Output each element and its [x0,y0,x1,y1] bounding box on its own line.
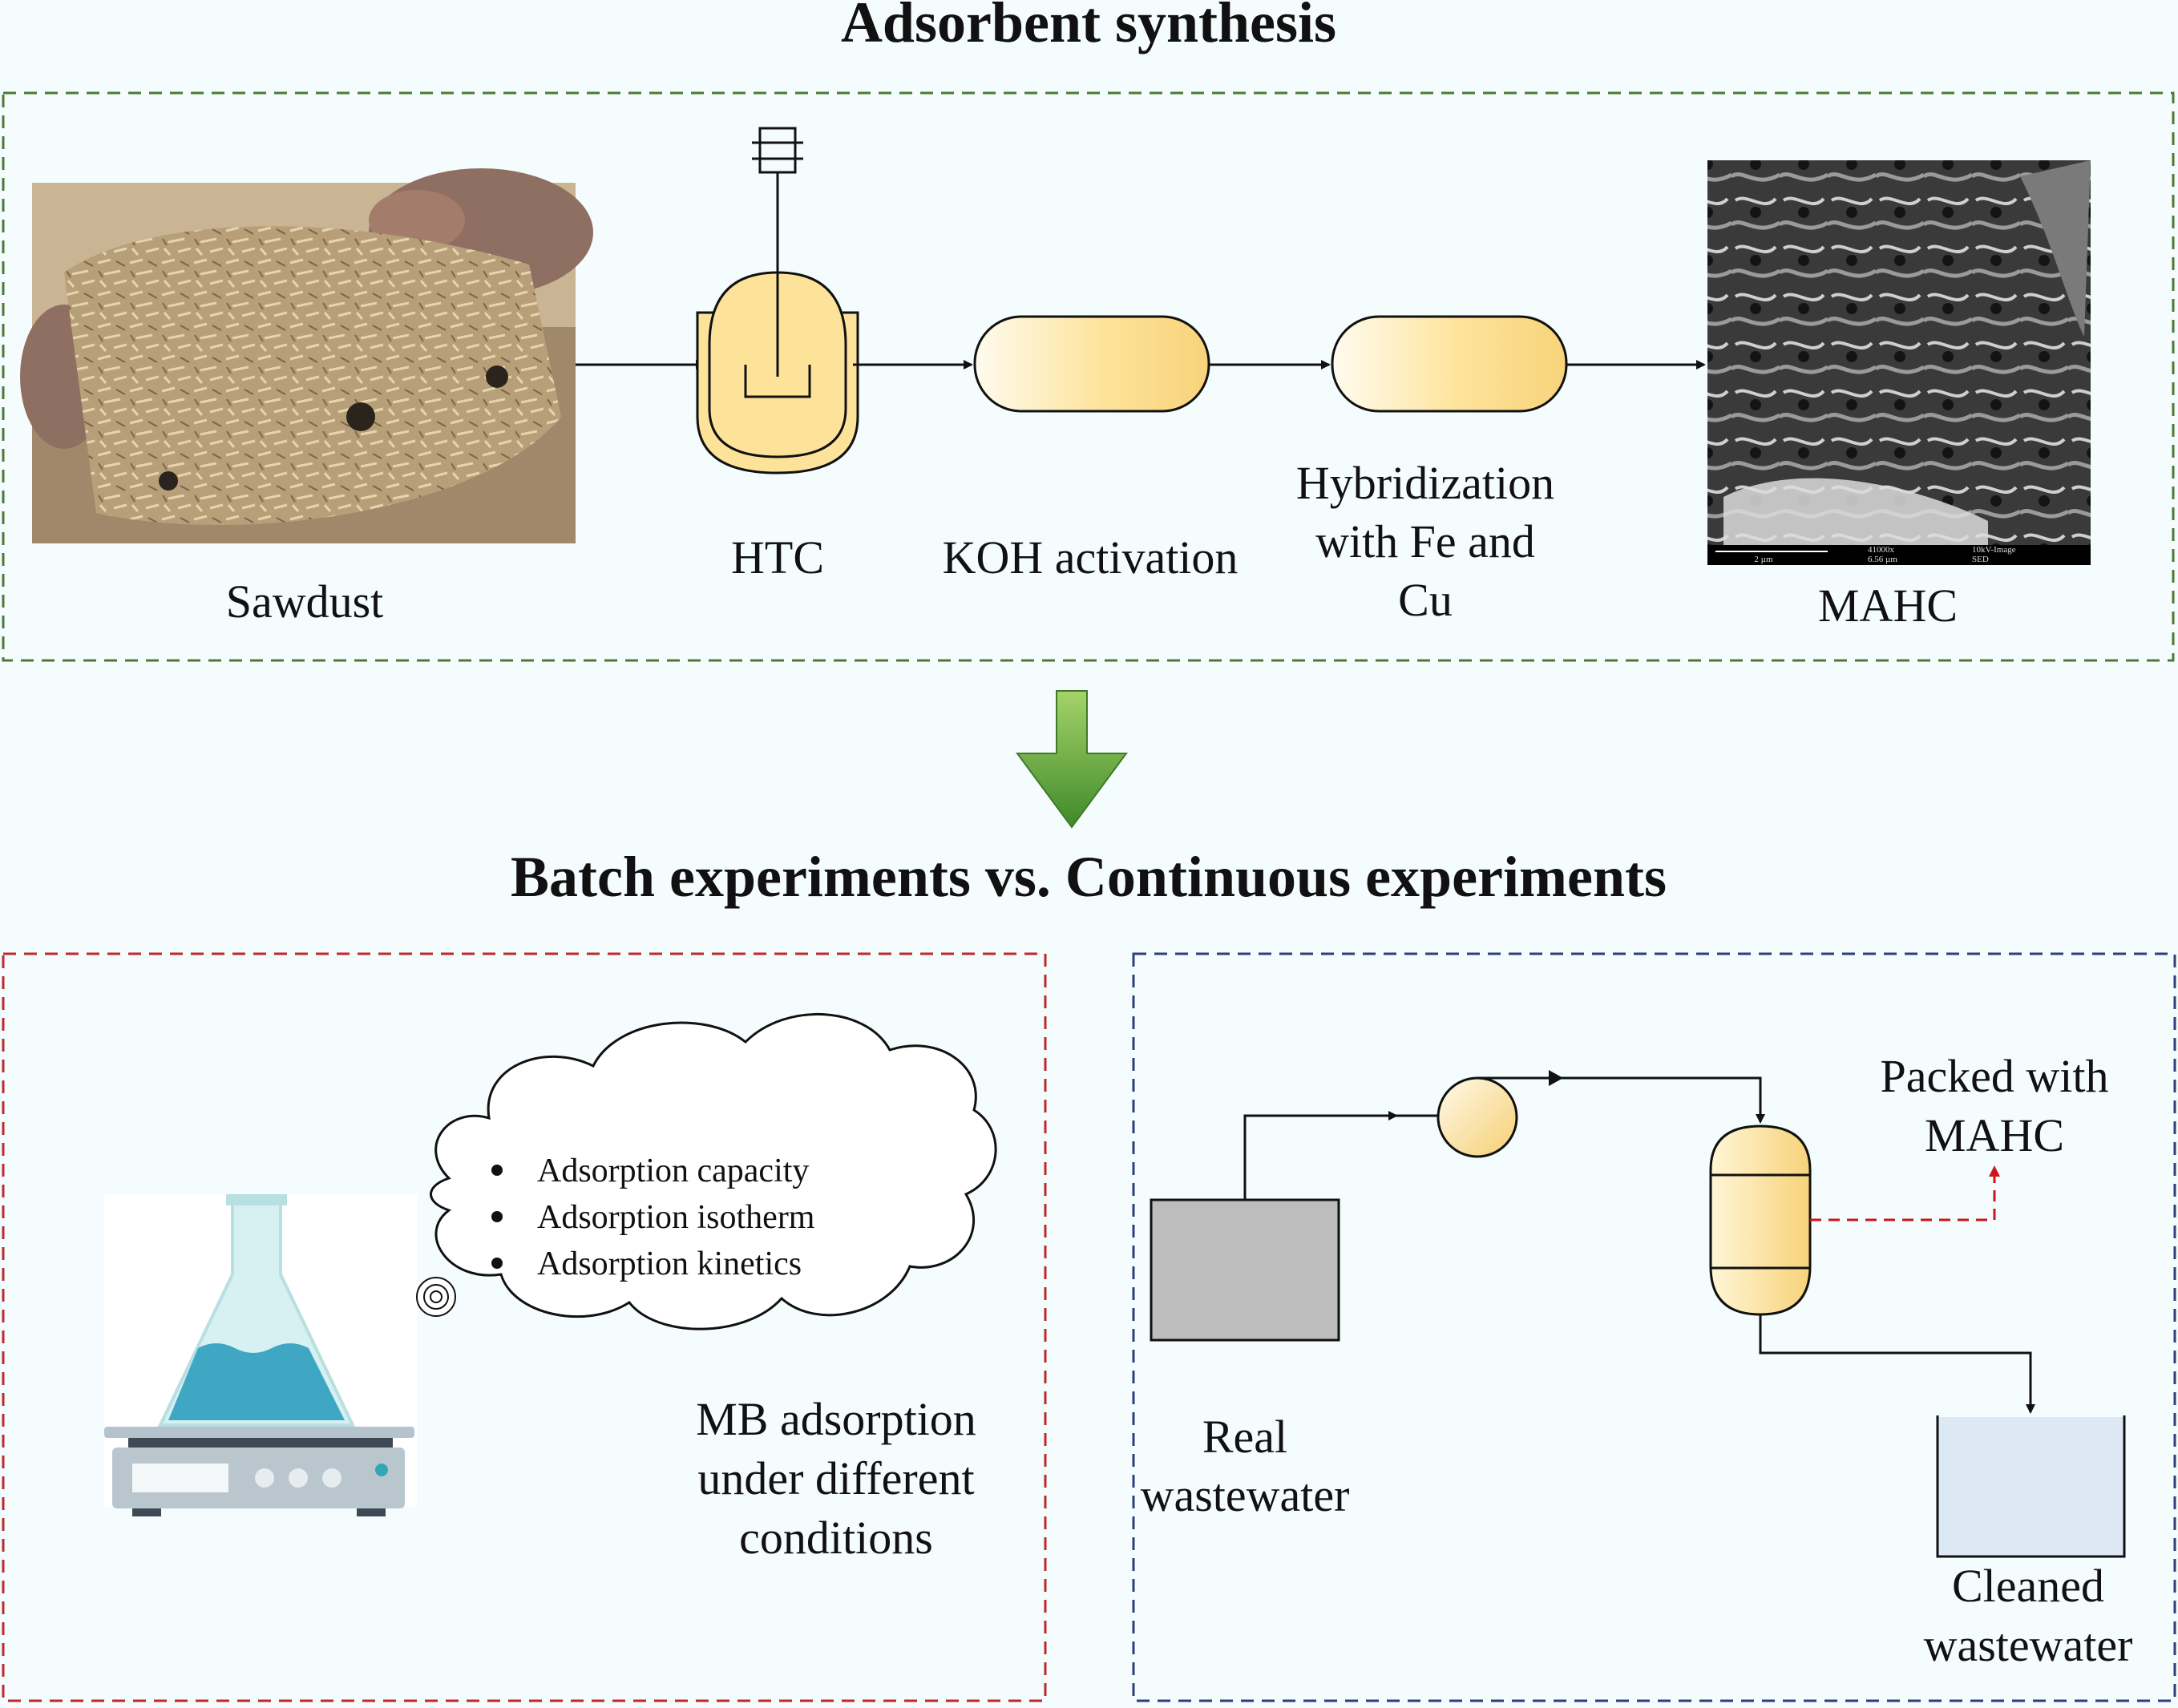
batch-caption-line-1: MB adsorption [696,1393,976,1445]
hybridization-label-line-3: Cu [1398,574,1453,626]
sawdust-photo [20,168,593,543]
flask-stirrer-icon [104,1194,417,1516]
real-wastewater-label-line-1: Real [1202,1411,1287,1463]
bullet-adsorption-capacity: Adsorption capacity [537,1153,809,1189]
cleaned-wastewater-tank [1936,1415,2126,1558]
bullet-dot-2 [491,1211,503,1222]
bullet-dot-3 [491,1258,503,1269]
mahc-sem-image: 2 µm 6.56 µm 41000x 10kV-Image SED [1707,160,2091,565]
flow-arrowhead-icon [1549,1070,1563,1086]
htc-reactor-icon [696,127,859,474]
bullet-dot-1 [491,1165,503,1176]
pipe-pump-to-column [1523,1076,1765,1124]
batch-panel-border [2,952,1047,1702]
packed-label-line-2: MAHC [1925,1109,2064,1161]
batch-caption-line-2: under different [697,1452,974,1504]
batch-caption-line-3: conditions [739,1512,933,1564]
htc-label: HTC [731,531,824,583]
sawdust-label: Sawdust [226,575,384,628]
pipe-column-to-cleaned-tank [1759,1314,2035,1414]
experiments-title: Batch experiments vs. Continuous experim… [511,845,1667,909]
sem-scale-label: 2 µm [1754,555,1773,564]
sem-detector-label: SED [1972,555,1989,564]
sem-mode-label: 10kV-Image [1972,545,2016,555]
pipe-tank-to-pump [1243,1111,1398,1200]
hybridization-vessel [1331,315,1568,413]
hybridization-label-line-2: with Fe and [1315,515,1535,567]
cleaned-wastewater-label-line-1: Cleaned [1952,1560,2104,1612]
thought-cloud [416,1013,997,1330]
koh-activation-label: KOH activation [943,531,1239,583]
down-arrow-icon [1016,690,1128,829]
bullet-adsorption-isotherm: Adsorption isotherm [537,1199,815,1236]
bullet-adsorption-kinetics: Adsorption kinetics [537,1246,802,1282]
hybridization-label-line-1: Hybridization [1296,457,1554,509]
koh-activation-vessel [973,315,1210,413]
sem-measure-label: 6.56 µm [1868,555,1897,564]
synthesis-title: Adsorbent synthesis [841,0,1336,55]
pump-icon [1437,1076,1523,1158]
cleaned-wastewater-label-line-2: wastewater [1924,1619,2133,1671]
packed-column-icon [1709,1125,1812,1316]
real-wastewater-label-line-2: wastewater [1141,1469,1350,1521]
packed-label-line-1: Packed with [1880,1050,2108,1102]
synthesis-panel-border [2,91,2175,662]
real-wastewater-tank [1150,1198,1340,1342]
packed-indicator-arrow [1810,1165,2000,1221]
sem-magnification-label: 41000x [1868,545,1895,555]
mahc-label: MAHC [1818,579,1958,632]
